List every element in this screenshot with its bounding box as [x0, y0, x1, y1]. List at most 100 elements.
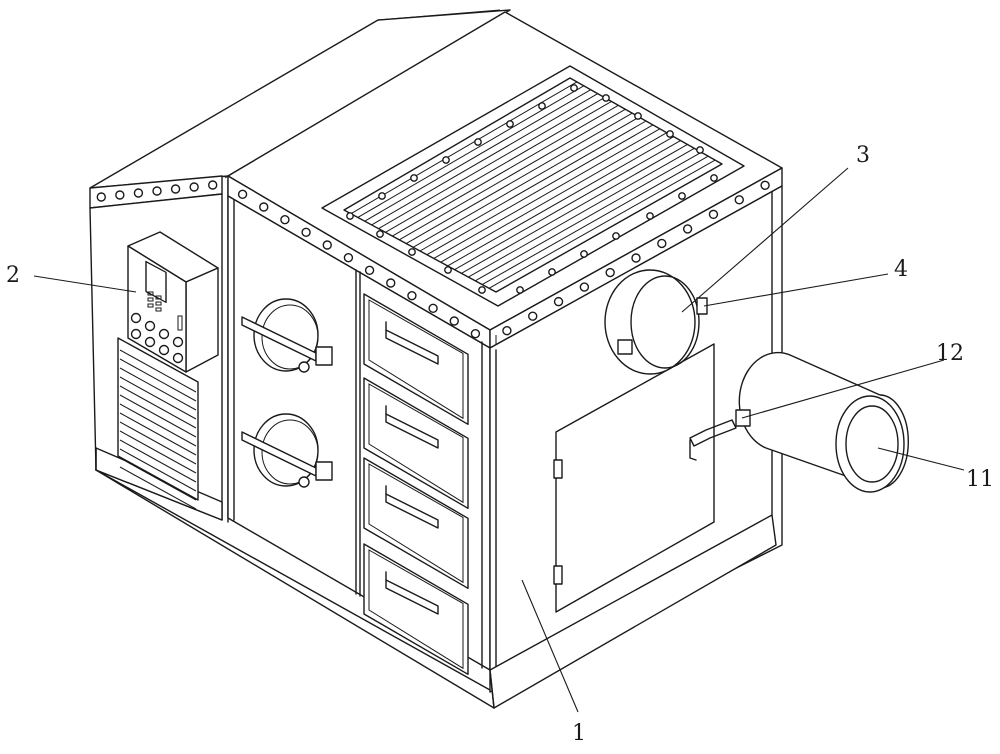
leader-lines: [33, 167, 965, 713]
control-box-front: [127, 245, 187, 373]
drawer-front: [363, 293, 469, 426]
hatch-rim: [261, 304, 319, 370]
grille-bolt: [612, 232, 620, 240]
annex-eave-bolt: [115, 190, 125, 200]
label-upper-pipe: 3: [856, 143, 870, 168]
control-knob: [158, 344, 170, 356]
annex-eave-bolt: [170, 184, 181, 194]
louvre-blade: [119, 367, 197, 411]
grille-bolt: [548, 268, 556, 276]
door-hinge-top: [553, 459, 563, 479]
right-eave-bolt: [502, 326, 512, 336]
grille-slat: [371, 93, 598, 226]
grille-slat: [385, 101, 612, 233]
left-eave-bolt: [364, 265, 375, 276]
control-knob: [172, 336, 184, 348]
left-eave-bolt: [322, 240, 332, 250]
leader-2: [33, 275, 137, 293]
grille-bolt: [516, 286, 524, 294]
door-hinge-bottom: [553, 565, 563, 585]
louvre-blade: [119, 394, 197, 438]
grille-bolt: [646, 212, 654, 220]
control-knob: [144, 336, 156, 348]
grille-slat: [468, 147, 695, 278]
control-box: [127, 231, 219, 373]
left-eave-bolt: [386, 278, 396, 288]
grille-slat: [454, 140, 681, 271]
edge-bolts: [96, 180, 770, 339]
grille-bolt: [666, 130, 674, 138]
annex-eave-bolt: [152, 186, 162, 196]
left-eave-bolt: [237, 189, 248, 200]
hatch-latch-block: [315, 346, 333, 366]
grille-bolt: [634, 112, 642, 120]
grille-bolt: [580, 250, 588, 258]
right-eave-bolt: [734, 195, 744, 205]
drawer-handle: [385, 413, 439, 449]
upper-pipe-bracket: [617, 339, 633, 355]
drawer-front: [363, 377, 469, 510]
drawer-handle: [385, 493, 439, 529]
left-eave-bolt: [428, 303, 438, 314]
left-eave-bolt: [407, 290, 417, 301]
round-hatches: [241, 298, 333, 488]
grille-slat: [392, 104, 619, 237]
drawer-front-inset: [368, 549, 464, 670]
left-eave-bolt: [470, 328, 481, 339]
drawer-handle: [385, 329, 439, 365]
control-knobs: [130, 291, 184, 364]
hatch-knob: [298, 476, 310, 488]
grille-slat: [461, 144, 688, 274]
grille-slat: [405, 112, 633, 244]
control-slot: [177, 315, 183, 331]
front-left-face: [227, 195, 491, 676]
outlet-pipe-mouth: [835, 395, 905, 493]
grille-bolt: [474, 138, 482, 146]
grille-slat: [433, 128, 661, 259]
control-box-side: [185, 267, 219, 373]
grille-bolt: [678, 192, 686, 200]
control-button: [147, 291, 154, 296]
leader-3: [681, 167, 849, 313]
leader-4: [703, 273, 889, 307]
control-button: [147, 297, 154, 302]
right-eave-bolt: [579, 282, 590, 292]
door-latch: [689, 419, 737, 447]
leader-12: [741, 359, 945, 419]
control-knob: [172, 352, 184, 364]
right-eave-bolt: [553, 296, 564, 307]
annex-eave-bolt: [133, 188, 144, 198]
right-eave-bolt: [528, 311, 538, 321]
grille-slat: [378, 97, 605, 230]
label-outlet-clamp: 12: [936, 341, 964, 366]
upper-pipe-outer: [604, 269, 696, 375]
outlet-pipe: [735, 351, 910, 493]
right-eave-bolt: [605, 267, 615, 278]
right-eave-bolt: [760, 180, 770, 190]
louvre-blade: [119, 385, 197, 429]
upper-pipe: [604, 269, 708, 375]
annex-eave-bolt: [96, 192, 106, 202]
louvre-blade: [119, 448, 197, 492]
control-knob: [130, 312, 142, 324]
grille-bolt: [408, 248, 416, 256]
grille-slat: [426, 124, 654, 256]
drawer-stack: [363, 293, 469, 676]
control-knob: [130, 328, 142, 340]
louvre-blade: [119, 349, 197, 393]
control-knob: [144, 320, 156, 332]
label-upper-clamp: 4: [894, 257, 908, 282]
left-eave-bolt: [280, 214, 290, 225]
vent-grille-slats: [346, 81, 718, 294]
drawer-handle: [385, 579, 439, 615]
grille-bolt: [378, 192, 386, 200]
hatch-latch-block: [315, 461, 333, 481]
left-eave-bolt: [449, 316, 459, 326]
right-eave-bolt: [708, 209, 719, 220]
access-door: [555, 343, 715, 613]
grille-slat: [447, 136, 674, 267]
louvre-blade: [119, 421, 197, 465]
left-eave-bolt: [259, 202, 269, 212]
leader-1: [521, 579, 579, 713]
